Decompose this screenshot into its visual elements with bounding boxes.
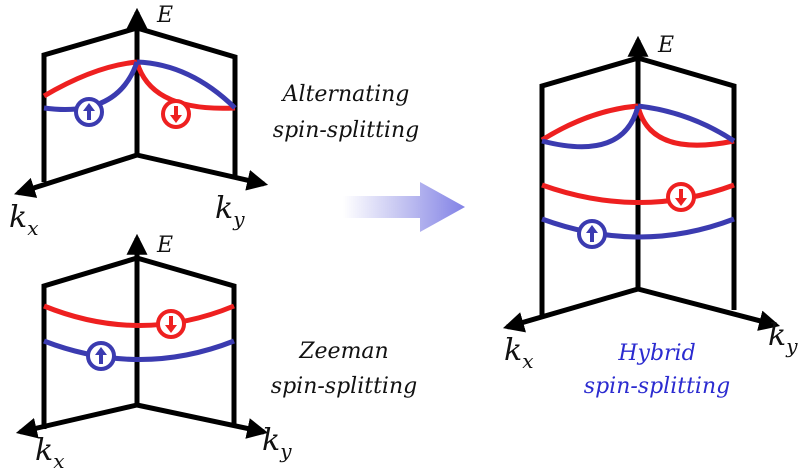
spin-up-band-kx	[43, 61, 140, 112]
svg-text:ky: ky	[262, 423, 292, 463]
energy-axis-label: E	[156, 233, 173, 258]
spin-down-lower-band	[541, 182, 735, 205]
spin-down-upper-band-kx	[540, 103, 639, 143]
kx-axis-subscript: x	[27, 216, 38, 240]
kx-axis-label: k	[35, 433, 53, 468]
hybrid-caption-line2: spin-splitting	[584, 374, 730, 399]
svg-text:ky: ky	[215, 191, 245, 231]
kx-axis-label: k	[9, 200, 27, 235]
kx-wall-frame	[539, 54, 641, 316]
spin-down-icon	[156, 309, 186, 339]
hybrid-caption-line1: Hybrid	[617, 341, 695, 366]
ky-wall-frame	[637, 55, 737, 310]
ky-wall-frame	[136, 255, 237, 427]
energy-axis-label: E	[156, 3, 173, 28]
alternating-caption-line1: Alternating	[281, 82, 410, 107]
ky-axis-arrow	[637, 286, 781, 331]
spin-up-icon	[86, 341, 116, 371]
kx-axis-arrow	[15, 402, 138, 439]
zeeman-caption-line2: spin-splitting	[271, 374, 417, 399]
hybrid-panel: E kx ky Hybrid spin-splitting	[502, 33, 798, 399]
svg-text:kx: kx	[504, 333, 533, 373]
kx-axis-subscript: x	[522, 349, 533, 373]
ky-axis-subscript: y	[279, 439, 292, 463]
spin-down-band-kx	[42, 59, 138, 99]
ky-axis-label: k	[262, 423, 280, 458]
spin-up-icon	[577, 219, 607, 249]
ky-axis-label: k	[768, 318, 786, 353]
spin-up-upper-band-kx	[541, 105, 641, 150]
spin-down-icon	[666, 182, 696, 212]
svg-text:kx: kx	[9, 200, 38, 240]
kx-wall-frame	[41, 254, 140, 429]
ky-axis-arrow	[136, 152, 269, 191]
ky-wall-frame	[136, 25, 238, 177]
spin-up-band-ky	[136, 59, 237, 110]
spin-up-band	[43, 338, 235, 362]
zeeman-panel: E kx ky Zeeman spin-splitting	[15, 233, 417, 473]
svg-text:kx: kx	[35, 433, 64, 473]
zeeman-caption-line1: Zeeman	[298, 339, 388, 364]
transition-arrow-icon	[343, 182, 465, 232]
kx-axis-label: k	[504, 333, 522, 368]
spin-down-icon	[161, 99, 191, 129]
alternating-panel: E kx ky Alternating spin-splitting	[9, 3, 419, 240]
spin-down-band-ky	[134, 61, 236, 111]
kx-axis-arrow	[13, 152, 138, 198]
kx-axis-subscript: x	[53, 449, 64, 473]
kx-wall-frame	[41, 24, 140, 182]
spin-down-band	[43, 303, 235, 328]
kx-axis-arrow	[502, 286, 639, 333]
ky-axis-arrow	[136, 402, 269, 439]
ky-axis-subscript: y	[785, 334, 798, 358]
alternating-caption-line2: spin-splitting	[273, 118, 419, 143]
ky-axis-label: k	[215, 191, 233, 226]
spin-down-upper-band-ky	[635, 105, 735, 148]
svg-text:ky: ky	[768, 318, 798, 358]
ky-axis-subscript: y	[232, 207, 245, 231]
spin-up-icon	[74, 97, 104, 127]
spin-up-lower-band	[541, 216, 735, 240]
spin-up-upper-band-ky	[637, 103, 736, 144]
energy-axis-label: E	[657, 33, 674, 58]
